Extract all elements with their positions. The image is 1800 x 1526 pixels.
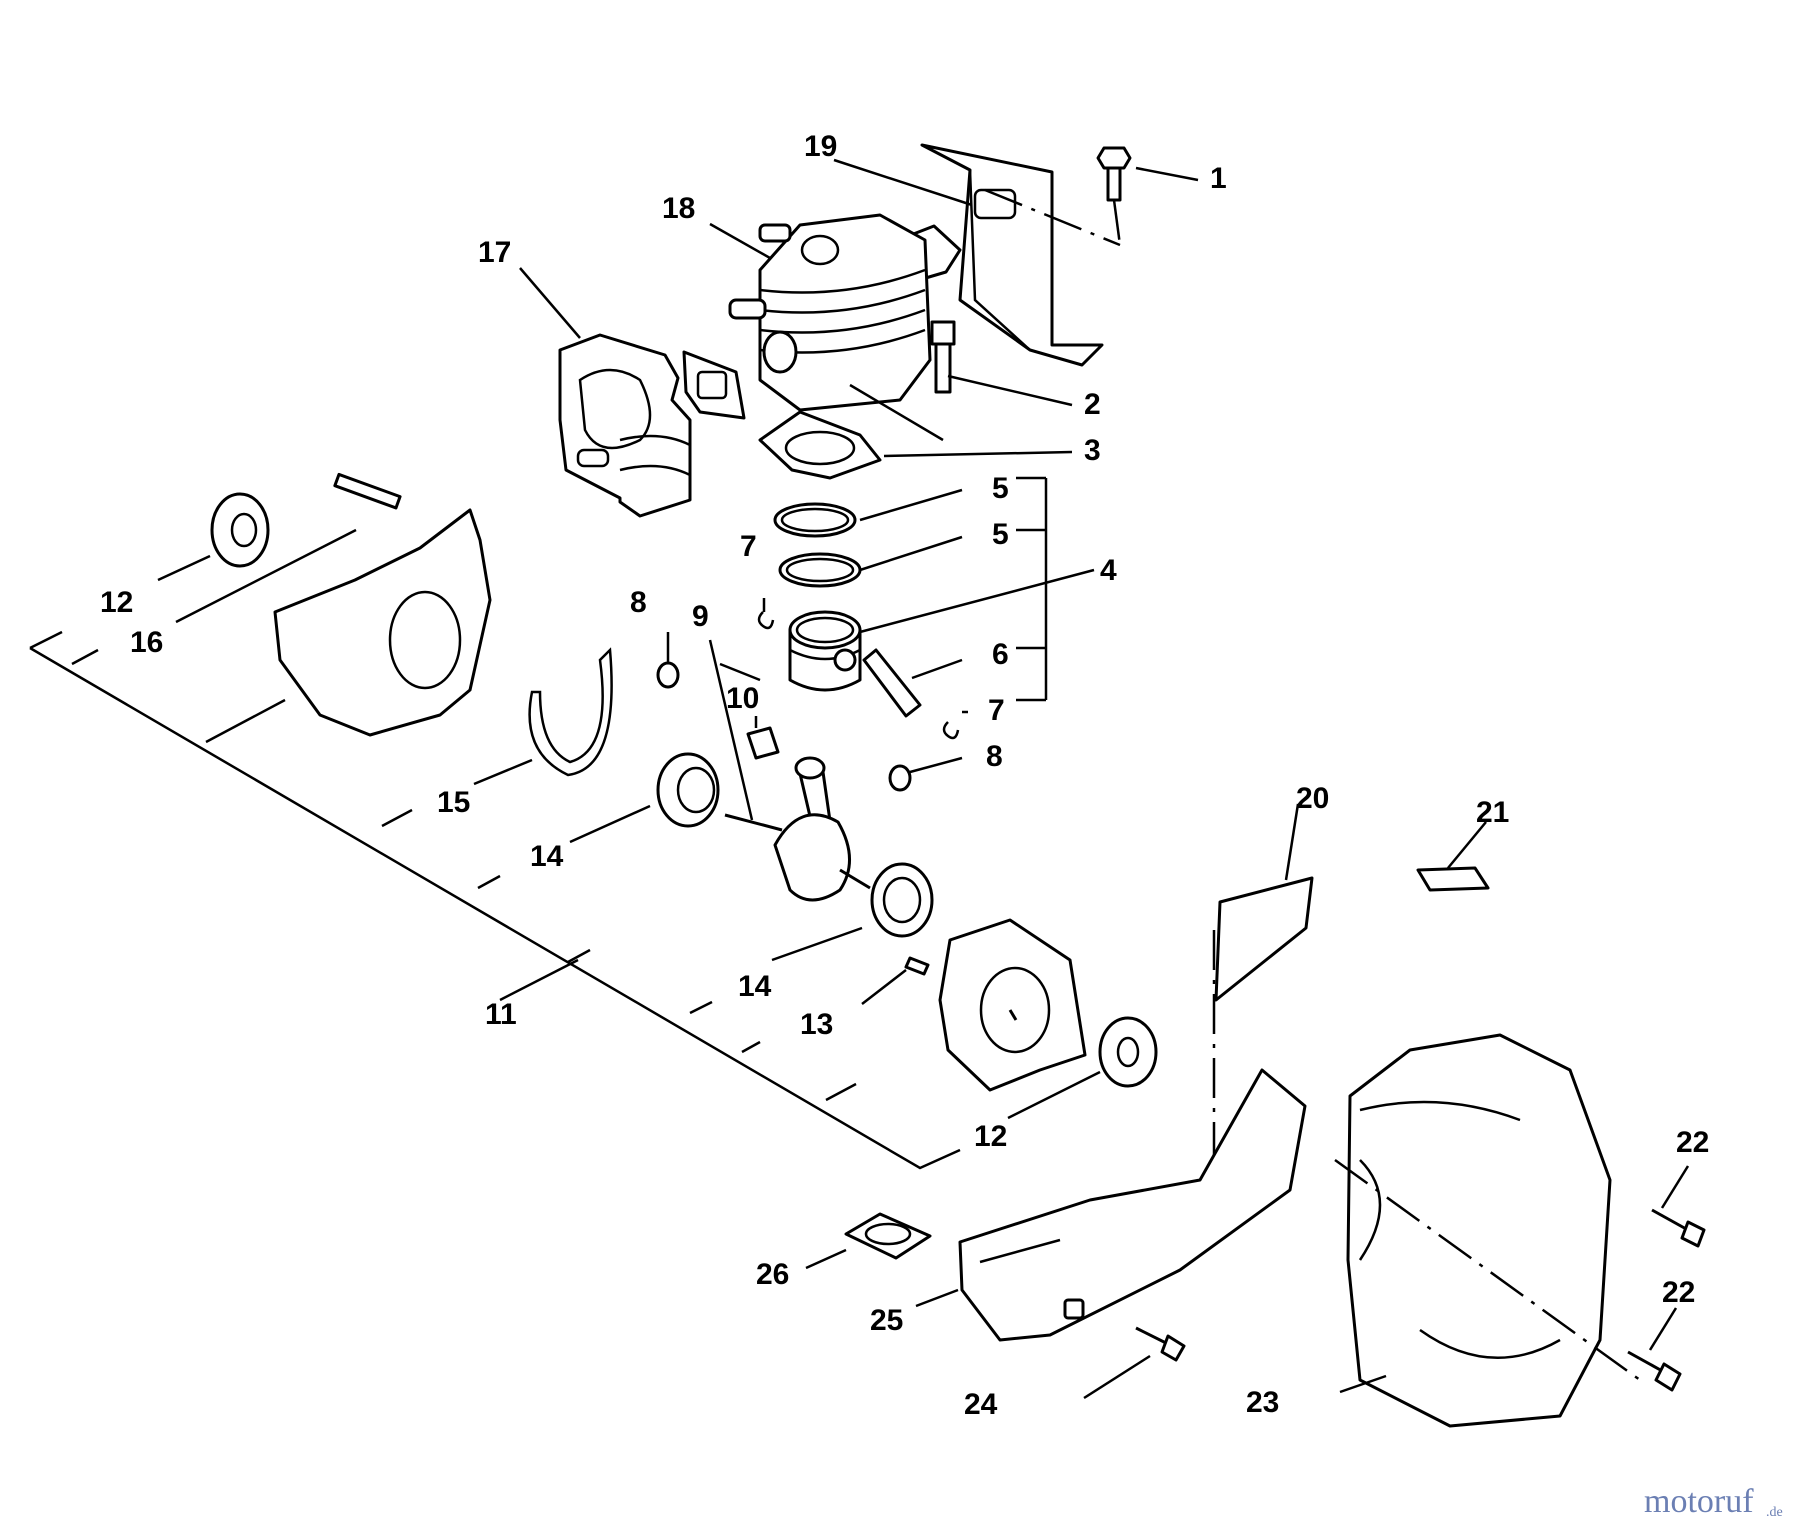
callout-3: 3 — [1084, 434, 1101, 467]
callout-6: 6 — [992, 638, 1009, 671]
callout-11: 11 — [485, 998, 517, 1031]
watermark-brand: motoruf — [1644, 1483, 1754, 1520]
callout-24: 24 — [964, 1388, 998, 1421]
callout-17: 17 — [478, 236, 511, 269]
callout-14a: 14 — [530, 840, 564, 873]
cylinder-bolt-part-2 — [849, 320, 956, 442]
oil-seal-part-12a — [210, 492, 270, 568]
callout-22b: 22 — [1662, 1276, 1695, 1309]
clip-part-7a — [757, 611, 775, 630]
label-part-21 — [1416, 866, 1490, 892]
callout-5b: 5 — [992, 518, 1009, 551]
bushing-part-10 — [746, 726, 780, 760]
callout-23: 23 — [1246, 1386, 1279, 1419]
callout-12a: 12 — [100, 586, 133, 619]
base-gasket-part-3 — [758, 410, 882, 480]
bolt-part-22a — [1651, 1208, 1706, 1248]
callout-26: 26 — [756, 1258, 789, 1291]
oil-seal-part-12b — [1098, 1016, 1158, 1088]
callout-22a: 22 — [1676, 1126, 1709, 1159]
crankcase-assembly-bracket — [29, 630, 961, 1170]
callout-8b: 8 — [986, 740, 1003, 773]
side-plate-part-17 — [558, 333, 692, 518]
bearing-part-14b — [870, 862, 934, 938]
piston-pin-part-6 — [862, 648, 922, 718]
warning-label-part-20 — [1212, 876, 1314, 1170]
dowel-pin-part-13 — [904, 956, 930, 976]
callout-2: 2 — [1084, 388, 1101, 421]
cylinder-icon — [728, 213, 932, 412]
heat-shield-part — [920, 143, 1121, 367]
callout-20: 20 — [1296, 782, 1329, 815]
callout-18: 18 — [662, 192, 695, 225]
handle-cover-part-25 — [958, 1068, 1307, 1342]
callout-4: 4 — [1100, 554, 1117, 587]
callout-25: 25 — [870, 1304, 903, 1337]
bearing-part-14a — [656, 752, 720, 828]
callout-7b: 7 — [988, 694, 1005, 727]
callout-19: 19 — [804, 130, 837, 163]
filter-cover-part-26 — [844, 1212, 932, 1260]
bolt-part-1 — [1096, 146, 1132, 246]
clip-part-7b — [942, 721, 960, 740]
callout-1: 1 — [1210, 162, 1227, 195]
fan-cover-icon — [1334, 1033, 1641, 1428]
needle-bearing-part-8b — [888, 764, 912, 792]
watermark: motoruf .de — [1644, 1483, 1783, 1520]
crankcase-gasket-part-15 — [528, 647, 613, 777]
bolt-part-22b — [1627, 1350, 1682, 1392]
watermark-tld: .de — [1766, 1505, 1783, 1520]
callout-7a: 7 — [740, 530, 757, 563]
callout-5a: 5 — [992, 472, 1009, 505]
screw-part-24 — [1135, 1326, 1186, 1362]
leader-lines — [157, 158, 1690, 1400]
callout-12b: 12 — [974, 1120, 1007, 1153]
callout-labels: 1 2 3 5 5 4 6 7 8 7 8 9 10 11 12 12 13 1… — [100, 130, 1709, 1421]
callout-14b: 14 — [738, 970, 772, 1003]
crankcase-left-part-16 — [273, 472, 492, 737]
piston-ring-upper — [773, 502, 857, 538]
callout-9: 9 — [692, 600, 709, 633]
needle-bearing-part-8a — [656, 661, 680, 689]
callout-10: 10 — [726, 682, 759, 715]
callout-15: 15 — [437, 786, 470, 819]
crankcase-right-half — [938, 918, 1087, 1092]
callout-16: 16 — [130, 626, 163, 659]
crankshaft-icon — [724, 756, 871, 902]
callout-8a: 8 — [630, 586, 647, 619]
piston-icon — [788, 610, 862, 692]
intake-gasket — [682, 350, 746, 420]
callout-21: 21 — [1476, 796, 1509, 829]
piston-ring-lower — [778, 552, 862, 588]
callout-13: 13 — [800, 1008, 833, 1041]
